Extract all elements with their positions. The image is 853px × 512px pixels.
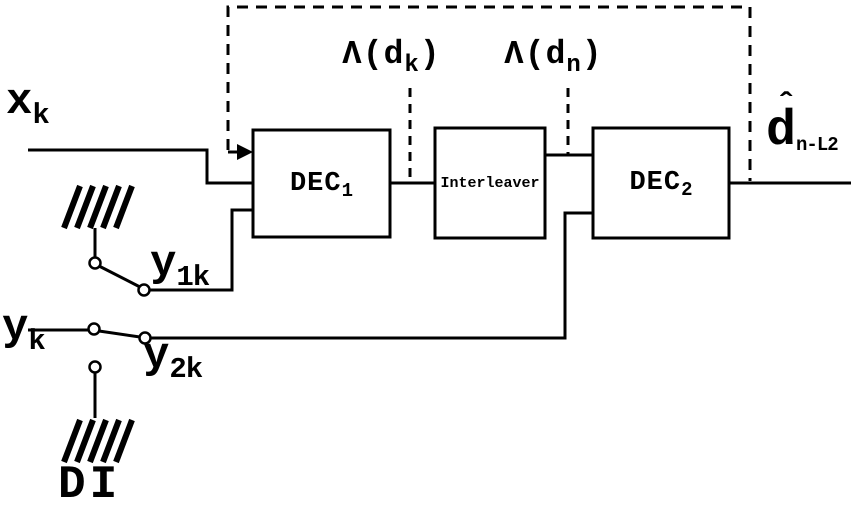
block-boxes [251,126,731,240]
y1k-label: y1k [150,239,210,294]
y2k-label: y2k [143,331,203,386]
interleaver-box [433,126,547,240]
switch2-ground-contact [88,360,102,374]
dec1-box [251,128,392,239]
switch-contacts [87,256,152,374]
dec2-label-text: DEC [629,168,682,198]
switch1-ground-contact [88,256,102,270]
switch1-y1k-contact [137,283,151,297]
yk-label: yk [2,303,46,358]
ground1-hatch [61,184,135,230]
lambda-dk-label: Λ(dk) [342,36,441,78]
xk-line [28,148,253,185]
lambda-dk-sub: k [404,52,420,79]
ground2-hatch [61,418,135,464]
lambda-dn-label: Λ(dn) [504,36,603,78]
y2k-line [150,211,593,340]
switch2-arm [98,329,141,339]
dec2-label-sub: 2 [681,179,693,201]
switch2-y2k-contact [138,331,152,345]
dec2-box [591,126,731,240]
dec1-label-sub: 1 [341,179,353,202]
dec1-label-text: DEC [289,168,342,199]
xk-label: xk [6,77,50,132]
y1k-line [149,208,253,292]
switch1-arm [98,264,141,289]
lambda-dk-post: ) [419,36,441,73]
lambda-dk-pre: Λ(d [342,36,405,73]
switch2-pivot-contact [87,322,101,336]
interleaver-label-text: Interleaver [440,174,540,192]
di-label: DI [58,459,122,511]
interleaver-label: Interleaver [435,128,545,238]
lambda-dn-post: ) [581,36,603,73]
feedback-arrowhead [237,144,253,160]
signal-lines [28,148,851,418]
hat-accent: ˆ [776,89,797,127]
lambda-dn-pre: Λ(d [504,36,567,73]
lambda-dn-sub: n [566,52,582,79]
